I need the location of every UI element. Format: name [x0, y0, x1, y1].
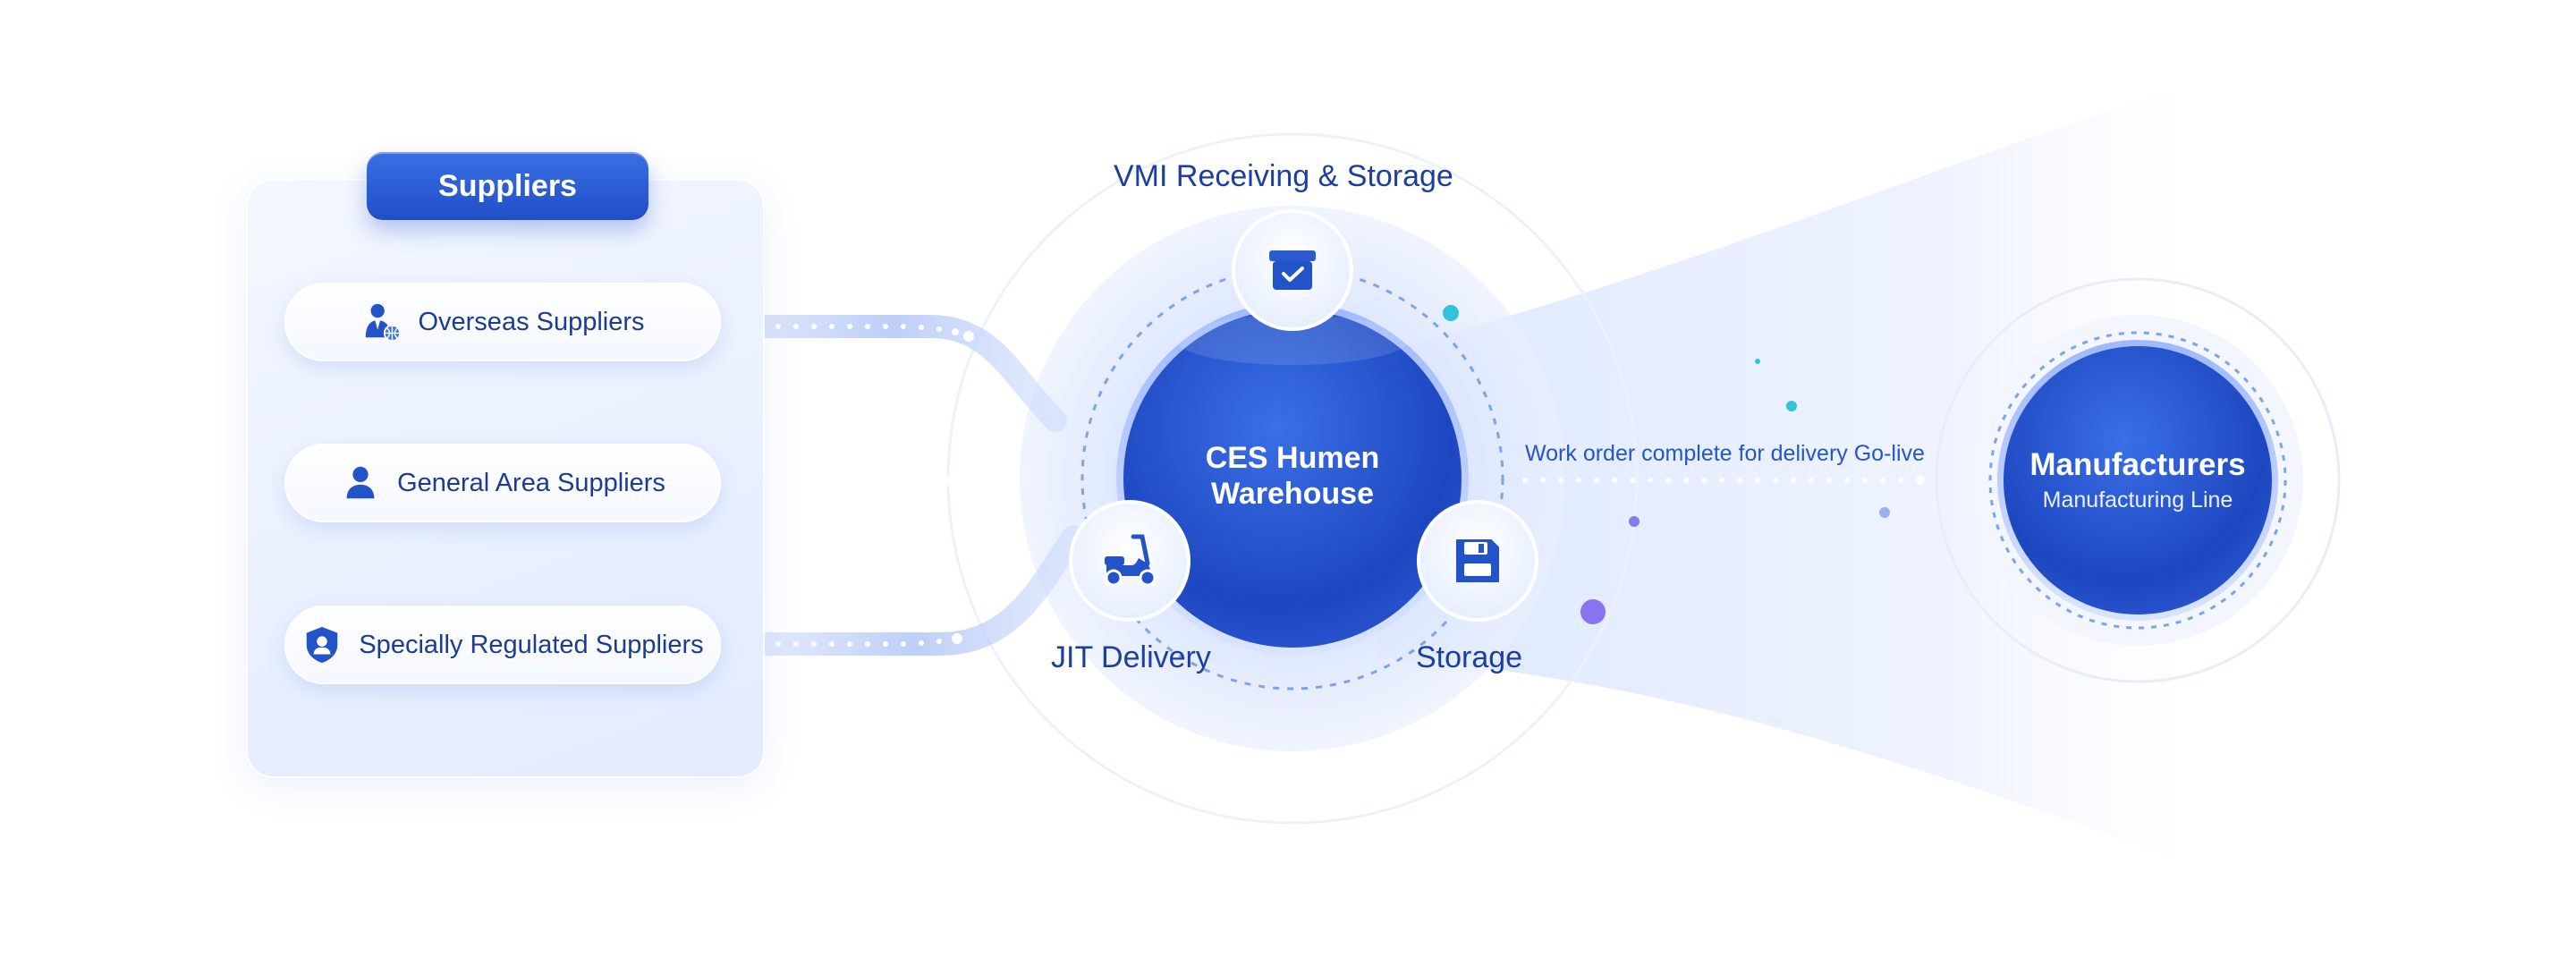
suppliers-title: Suppliers [367, 152, 648, 220]
manufacturers-subtitle: Manufacturing Line [2042, 487, 2233, 513]
storage-label: Storage [1416, 640, 1523, 674]
warehouse-title-line2: Warehouse [1210, 477, 1374, 511]
overseas-supplier-icon [360, 301, 402, 343]
vmi-label: VMI Receiving & Storage [1114, 159, 1453, 193]
floppy-disk-icon[interactable] [1452, 535, 1504, 587]
jit-label: JIT Delivery [1051, 640, 1211, 674]
scooter-icon[interactable] [1096, 530, 1164, 592]
supplier-specially-regulated[interactable]: Specially Regulated Suppliers [284, 606, 721, 684]
manufacturers-title: Manufacturers [2029, 447, 2246, 482]
shield-user-icon [301, 624, 343, 665]
supplier-overseas-label: Overseas Suppliers [418, 307, 645, 336]
supplier-overseas[interactable]: Overseas Suppliers [284, 283, 721, 361]
supplier-general-area[interactable]: General Area Suppliers [284, 444, 721, 522]
person-icon [340, 462, 381, 504]
package-check-icon[interactable] [1266, 243, 1319, 297]
supplier-general-area-label: General Area Suppliers [397, 468, 665, 497]
warehouse-title: CES Humen Warehouse [1118, 440, 1467, 512]
flow-label: Work order complete for delivery Go-live [1525, 441, 1925, 466]
warehouse-title-line1: CES Humen [1205, 441, 1380, 475]
supplier-specially-regulated-label: Specially Regulated Suppliers [359, 630, 704, 659]
